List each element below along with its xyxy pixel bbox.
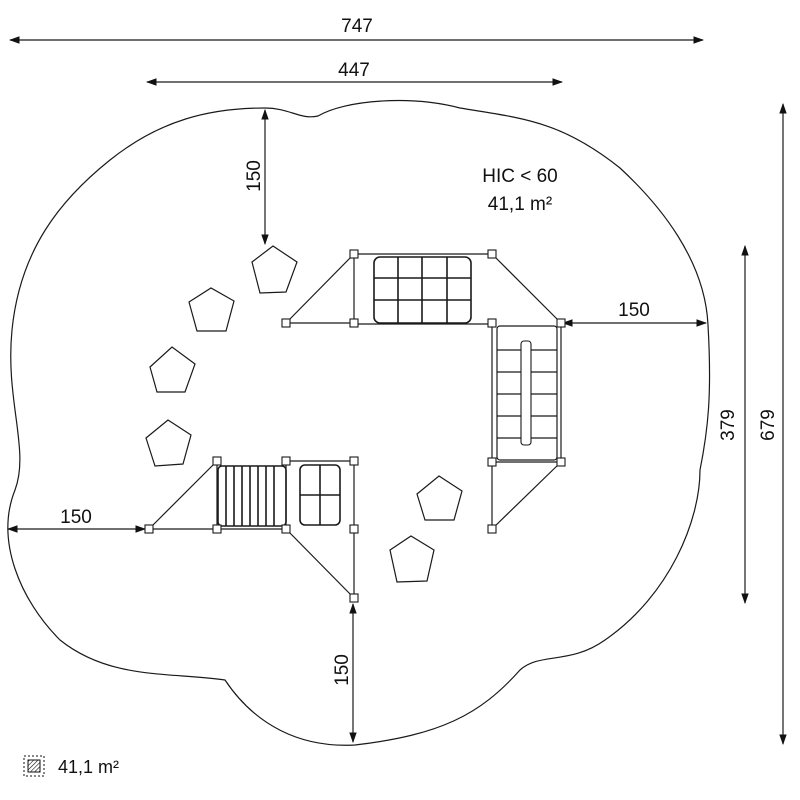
overall-width-label: 747	[341, 16, 373, 37]
post	[349, 593, 359, 603]
stepping-stone	[416, 475, 463, 521]
left-clearance-label: 150	[60, 507, 92, 528]
inner-width-label: 447	[338, 60, 370, 81]
post	[556, 318, 566, 328]
post	[487, 457, 497, 467]
post	[281, 524, 291, 534]
right-clearance-label: 150	[618, 300, 650, 321]
post	[281, 318, 291, 328]
post	[349, 318, 359, 328]
stepping-stone	[188, 287, 235, 332]
post	[487, 524, 497, 534]
stepping-stone	[251, 245, 298, 294]
stepping-stone	[149, 346, 196, 393]
legend: 41,1 m²	[23, 755, 119, 777]
post	[212, 456, 222, 466]
safety-area-outline	[7, 99, 711, 746]
top-clearance-label: 150	[244, 160, 265, 192]
hic-value: HIC < 60	[482, 166, 558, 187]
posts	[144, 249, 566, 603]
stepping-stone	[145, 419, 192, 467]
upper-net-section	[285, 253, 562, 325]
overall-height-label: 679	[758, 409, 779, 441]
lower-left-section	[148, 460, 355, 599]
stepping-stones	[145, 245, 463, 583]
post	[144, 524, 154, 534]
stepping-stone	[389, 535, 435, 583]
hatched-square-icon	[23, 755, 45, 777]
post	[212, 524, 222, 534]
post	[487, 318, 497, 328]
post	[349, 524, 359, 534]
post	[556, 457, 566, 467]
post	[349, 249, 359, 259]
post	[281, 456, 291, 466]
area-value: 41,1 m²	[488, 194, 552, 215]
post	[349, 456, 359, 466]
post	[487, 249, 497, 259]
right-ladder-section	[491, 324, 562, 530]
bottom-clearance-label: 150	[332, 654, 353, 686]
inner-height-label: 379	[718, 409, 739, 441]
legend-area-label: 41,1 m²	[58, 757, 119, 777]
